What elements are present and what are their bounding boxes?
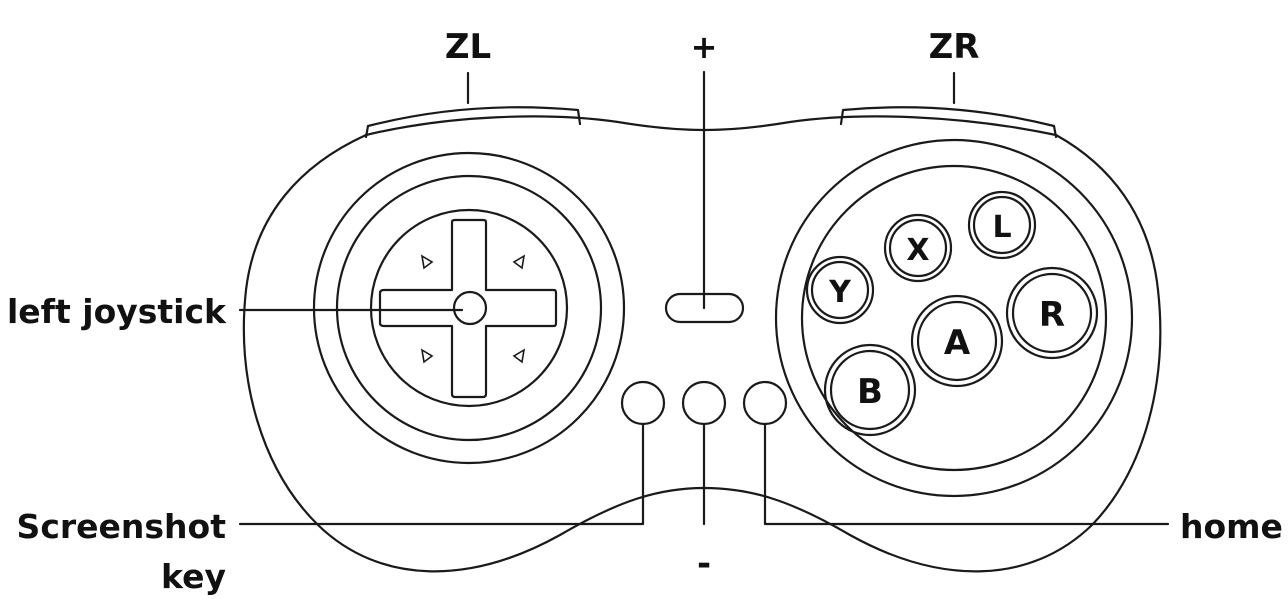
- screenshot-key-button: [620, 380, 666, 426]
- left-pad-inner-ring: [369, 208, 569, 408]
- a-button: A: [910, 294, 1004, 388]
- dpad-arrow-upleft-icon: [420, 254, 434, 270]
- left-joystick-center: [452, 290, 488, 326]
- b-button-label: B: [857, 372, 883, 412]
- zl-label: ZL: [445, 27, 491, 67]
- left-pad-outer-ring: [312, 151, 626, 465]
- right-pad-inner-ring: [800, 164, 1108, 472]
- l-button: L: [967, 190, 1037, 260]
- zr-label: ZR: [929, 27, 980, 67]
- y-button-label: Y: [828, 275, 852, 310]
- minus-button: [681, 380, 727, 426]
- plus-label: +: [691, 28, 718, 66]
- a-button-label: A: [944, 323, 971, 363]
- right-pad-outer-ring: [774, 138, 1134, 498]
- r-button-label: R: [1039, 295, 1065, 335]
- dpad-icon: [378, 218, 558, 399]
- left-pad-middle-ring: [335, 174, 603, 442]
- zl-shoulder-button: [364, 106, 582, 139]
- x-button: X: [883, 213, 953, 283]
- y-button: Y: [805, 255, 875, 325]
- screenshot-key-label-line1: Screenshot: [17, 507, 227, 546]
- x-button-label: X: [906, 233, 929, 268]
- l-button-label: L: [992, 210, 1011, 245]
- r-button: R: [1005, 266, 1099, 360]
- left-joystick-label: left joystick: [7, 292, 227, 331]
- controller-body: [242, 115, 1162, 573]
- home-leader-line: [763, 422, 1170, 526]
- dpad-arrow-downright-icon: [512, 348, 526, 364]
- dpad-arrow-upright-icon: [512, 254, 526, 270]
- b-button: B: [823, 343, 917, 437]
- minus-label: -: [697, 544, 711, 584]
- screenshot-key-label-line2: key: [161, 557, 226, 596]
- home-button: [742, 380, 788, 426]
- zr-shoulder-button: [839, 106, 1058, 139]
- screenshot-key-leader-line: [238, 422, 645, 526]
- home-label: home: [1180, 507, 1283, 546]
- dpad-arrow-downleft-icon: [420, 348, 434, 364]
